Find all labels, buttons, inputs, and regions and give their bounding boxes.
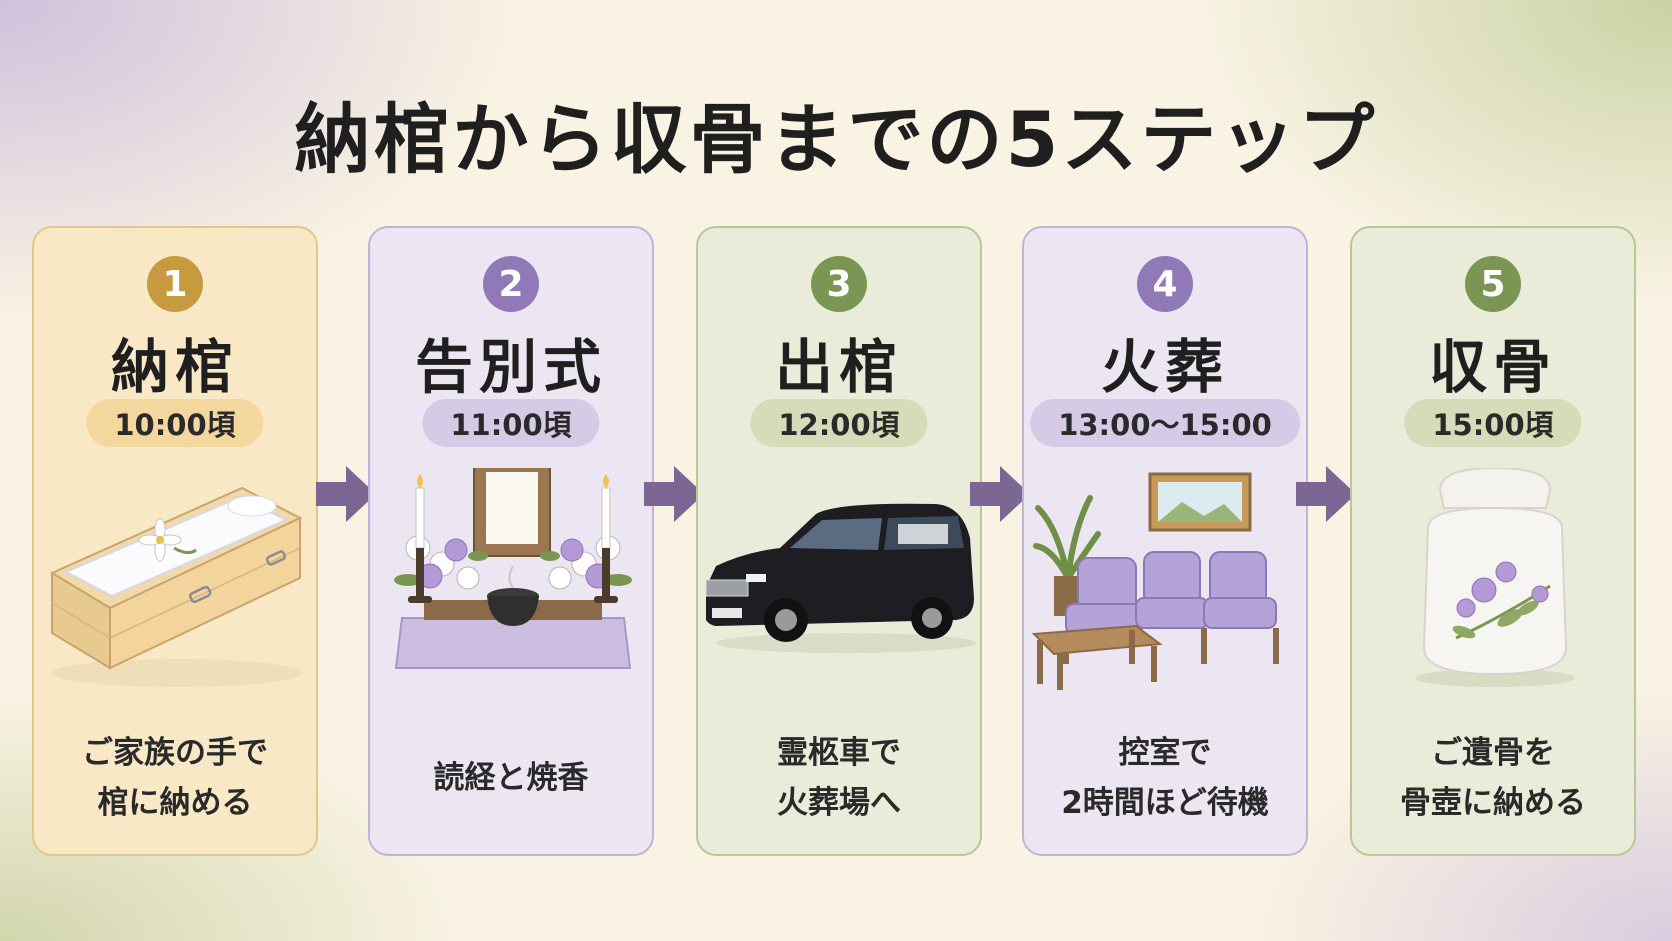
step-time-pill: 12:00頃 — [750, 399, 928, 447]
step-time-pill: 10:00頃 — [86, 399, 264, 447]
step-description: ご遺骨を 骨壺に納める — [1352, 718, 1634, 838]
step-description-line: 骨壺に納める — [1400, 785, 1586, 821]
step-card-4: 4 火葬 13:00〜15:00 控室で 2時間ほど待機 — [1022, 226, 1308, 856]
step-card-5: 5 収骨 15:00頃 ご遺骨を 骨壺に納める — [1350, 226, 1636, 856]
step-name: 収骨 — [1428, 333, 1557, 401]
step-card-3: 3 出棺 12:00頃 霊柩車で 火葬場へ — [696, 226, 982, 856]
step-description-line: 読経と焼香 — [433, 760, 589, 796]
arrow-right-icon — [970, 466, 1030, 522]
urn-icon — [1415, 468, 1575, 687]
step-description: 読経と焼香 — [370, 718, 652, 838]
step-card-2: 2 告別式 11:00頃 読経と焼香 — [368, 226, 654, 856]
arrow-right-icon — [1296, 466, 1356, 522]
step-description-line: 2時間ほど待機 — [1061, 785, 1269, 821]
waiting-room-icon — [1032, 472, 1279, 690]
step-description: 控室で 2時間ほど待機 — [1024, 718, 1306, 838]
step-number-badge: 1 — [147, 256, 203, 312]
step-number-badge: 4 — [1137, 256, 1193, 312]
step-name: 火葬 — [1100, 333, 1229, 401]
step-number-badge: 2 — [483, 256, 539, 312]
step-description: ご家族の手で 棺に納める — [34, 718, 316, 838]
step-name: 告別式 — [414, 333, 607, 401]
step-description-line: 控室で — [1118, 735, 1212, 771]
arrow-right-icon — [316, 466, 376, 522]
step-number-badge: 3 — [811, 256, 867, 312]
page-title: 納棺から収骨までの5ステップ — [294, 95, 1378, 184]
step-description-line: 火葬場へ — [777, 785, 901, 821]
step-description-line: ご遺骨を — [1431, 735, 1555, 771]
step-description-line: 棺に納める — [97, 785, 253, 821]
step-time-pill: 13:00〜15:00 — [1030, 399, 1300, 447]
step-time-pill: 15:00頃 — [1404, 399, 1582, 447]
arrow-right-icon — [644, 466, 704, 522]
step-name: 納棺 — [110, 333, 239, 401]
coffin-icon — [49, 486, 303, 687]
step-number-badge: 5 — [1465, 256, 1521, 312]
step-description-line: 霊柩車で — [777, 735, 901, 771]
hearse-icon — [706, 503, 976, 653]
step-card-1: 1 納棺 10:00頃 ご家族の手で 棺に納める — [32, 226, 318, 856]
step-time-pill: 11:00頃 — [422, 399, 600, 447]
step-name: 出棺 — [774, 333, 903, 401]
altar-icon — [394, 468, 632, 669]
step-description-line: ご家族の手で — [82, 735, 268, 771]
step-description: 霊柩車で 火葬場へ — [698, 718, 980, 838]
